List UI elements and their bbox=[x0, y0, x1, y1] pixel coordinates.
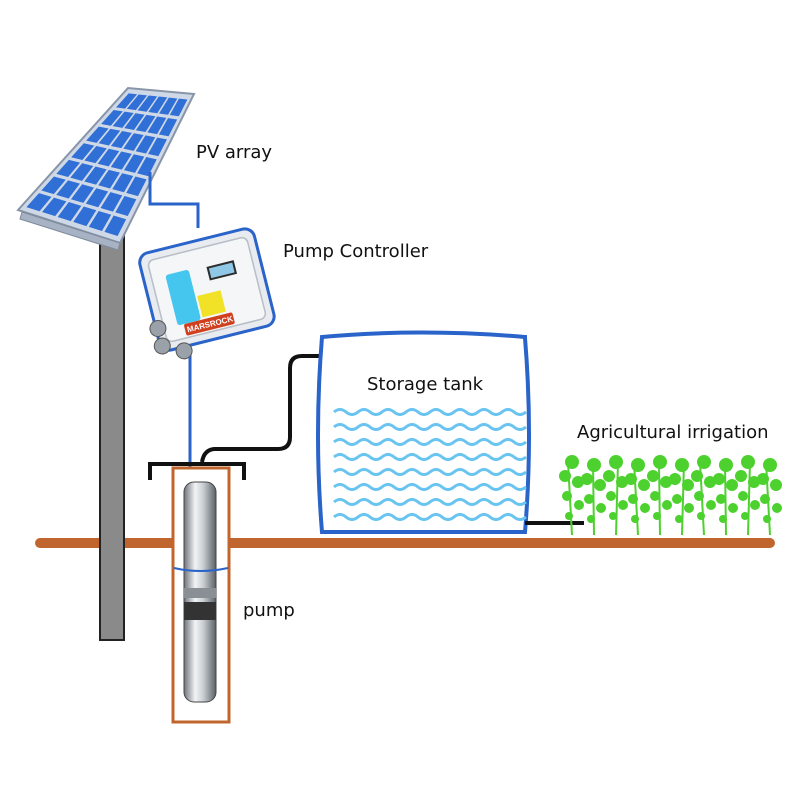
pv-cable bbox=[148, 172, 200, 228]
pv-cell bbox=[137, 157, 157, 177]
pv-cell bbox=[126, 94, 148, 111]
pv-cell bbox=[97, 148, 120, 167]
storage-tank-icon bbox=[316, 330, 531, 534]
pv-cell bbox=[86, 126, 109, 143]
label-storage-tank: Storage tank bbox=[367, 374, 484, 395]
solar-panel-icon bbox=[16, 86, 196, 251]
pv-cell bbox=[148, 96, 168, 114]
water-wave bbox=[333, 513, 527, 521]
pv-cell bbox=[57, 202, 82, 222]
pv-cell bbox=[147, 116, 167, 135]
pv-cell bbox=[100, 192, 123, 212]
plant bbox=[757, 458, 782, 536]
pv-cell bbox=[104, 215, 127, 237]
plant bbox=[647, 455, 672, 536]
label-agricultural-irrigation: Agricultural irrigation bbox=[577, 422, 769, 443]
plant bbox=[735, 455, 760, 536]
pv-cell bbox=[169, 98, 188, 117]
pv-cell bbox=[85, 188, 109, 208]
pv-cell bbox=[159, 97, 178, 115]
pv-cell bbox=[56, 180, 80, 199]
support-pole bbox=[99, 224, 125, 641]
submersible-pump-icon bbox=[183, 481, 217, 703]
plant bbox=[691, 455, 716, 536]
water-wave bbox=[333, 468, 527, 476]
pv-cell bbox=[124, 113, 145, 130]
pump-controller-icon: MARSROCK bbox=[138, 227, 276, 360]
pv-cell bbox=[123, 154, 145, 173]
pv-cell bbox=[84, 166, 107, 185]
pv-cell bbox=[137, 95, 158, 112]
pv-cell bbox=[42, 197, 67, 217]
pv-cell bbox=[71, 143, 95, 160]
pv-cell bbox=[126, 176, 147, 197]
pv-cell bbox=[135, 114, 156, 133]
pv-cell bbox=[41, 176, 66, 195]
delivery-pipe bbox=[200, 354, 346, 463]
pv-cell bbox=[70, 163, 94, 181]
pv-cell bbox=[110, 131, 132, 149]
water-wave bbox=[333, 408, 527, 416]
water-wave bbox=[333, 453, 527, 461]
pv-cell bbox=[158, 118, 178, 137]
water-wave bbox=[333, 483, 527, 491]
crop-plants-icon bbox=[559, 455, 782, 536]
pv-cell bbox=[84, 146, 107, 164]
pv-cell bbox=[112, 111, 134, 128]
pv-cell bbox=[70, 184, 95, 203]
pv-cell bbox=[112, 173, 134, 193]
pv-cell bbox=[88, 211, 112, 232]
water-wave bbox=[333, 438, 527, 446]
water-wave bbox=[333, 498, 527, 506]
pv-cell bbox=[101, 110, 123, 126]
plant bbox=[603, 455, 628, 536]
pv-cell bbox=[115, 196, 137, 217]
pv-cell bbox=[148, 137, 167, 157]
pv-cell bbox=[26, 193, 52, 212]
plant bbox=[669, 458, 694, 536]
pv-cell bbox=[98, 169, 120, 189]
label-pv-array: PV array bbox=[196, 142, 273, 163]
pv-cell bbox=[73, 206, 97, 227]
brand-plate bbox=[184, 312, 235, 336]
water-wave bbox=[333, 423, 527, 431]
pv-cell bbox=[98, 128, 121, 146]
pv-cell bbox=[116, 93, 138, 109]
plant bbox=[581, 458, 606, 536]
label-pump-controller: Pump Controller bbox=[283, 241, 429, 262]
pv-cell bbox=[135, 135, 156, 154]
pv-cell bbox=[123, 133, 144, 151]
pv-cell bbox=[56, 159, 81, 178]
pv-cell bbox=[110, 151, 132, 170]
pump-water-level bbox=[173, 567, 229, 572]
well-cap bbox=[148, 462, 246, 480]
plant bbox=[713, 458, 738, 536]
plant bbox=[625, 458, 650, 536]
label-pump: pump bbox=[243, 600, 295, 621]
